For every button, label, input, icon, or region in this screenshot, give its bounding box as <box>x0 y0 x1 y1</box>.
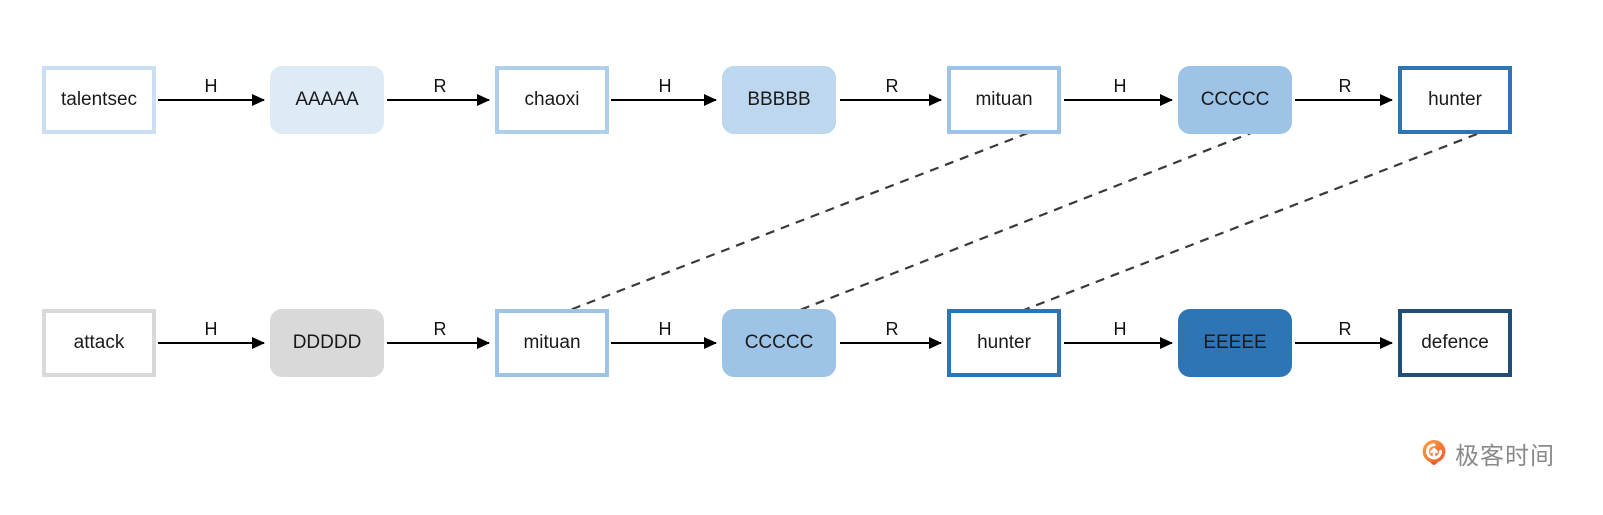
edge-label-h3-top: H <box>1113 76 1127 96</box>
edge-label-h1-bottom: H <box>204 319 218 339</box>
edge-label-h2-top: H <box>658 76 672 96</box>
node-bbbbb: BBBBB <box>722 66 836 134</box>
edge-label-h2-bottom: H <box>658 319 672 339</box>
node-ddddd: DDDDD <box>270 309 384 377</box>
node-hunter-bottom: hunter <box>947 309 1061 377</box>
edge-label-r2-bottom: R <box>885 319 899 339</box>
dashed-cross-links <box>569 129 1478 312</box>
node-ccccc-bottom: CCCCC <box>722 309 836 377</box>
geektime-logo-text: 极客时间 <box>1455 443 1555 470</box>
node-mituan-top: mituan <box>947 66 1061 134</box>
edge-label-r3-top: R <box>1338 76 1352 96</box>
node-talentsec: talentsec <box>42 66 156 134</box>
geektime-logo: 极客时间 <box>1420 436 1555 471</box>
edge-label-r3-bottom: R <box>1338 319 1352 339</box>
node-attack: attack <box>42 309 156 377</box>
edge-label-r1-bottom: R <box>433 319 447 339</box>
edge-label-h1-top: H <box>204 76 218 96</box>
edge-label-h3-bottom: H <box>1113 319 1127 339</box>
edge-label-r2-top: R <box>885 76 899 96</box>
node-ccccc-top: CCCCC <box>1178 66 1292 134</box>
node-mituan-bottom: mituan <box>495 309 609 377</box>
node-aaaaa: AAAAA <box>270 66 384 134</box>
node-hunter-top: hunter <box>1398 66 1512 134</box>
node-eeeee: EEEEE <box>1178 309 1292 377</box>
edge-label-r1-top: R <box>433 76 447 96</box>
node-chaoxi: chaoxi <box>495 66 609 134</box>
geektime-q-icon <box>1420 438 1448 470</box>
node-defence: defence <box>1398 309 1512 377</box>
